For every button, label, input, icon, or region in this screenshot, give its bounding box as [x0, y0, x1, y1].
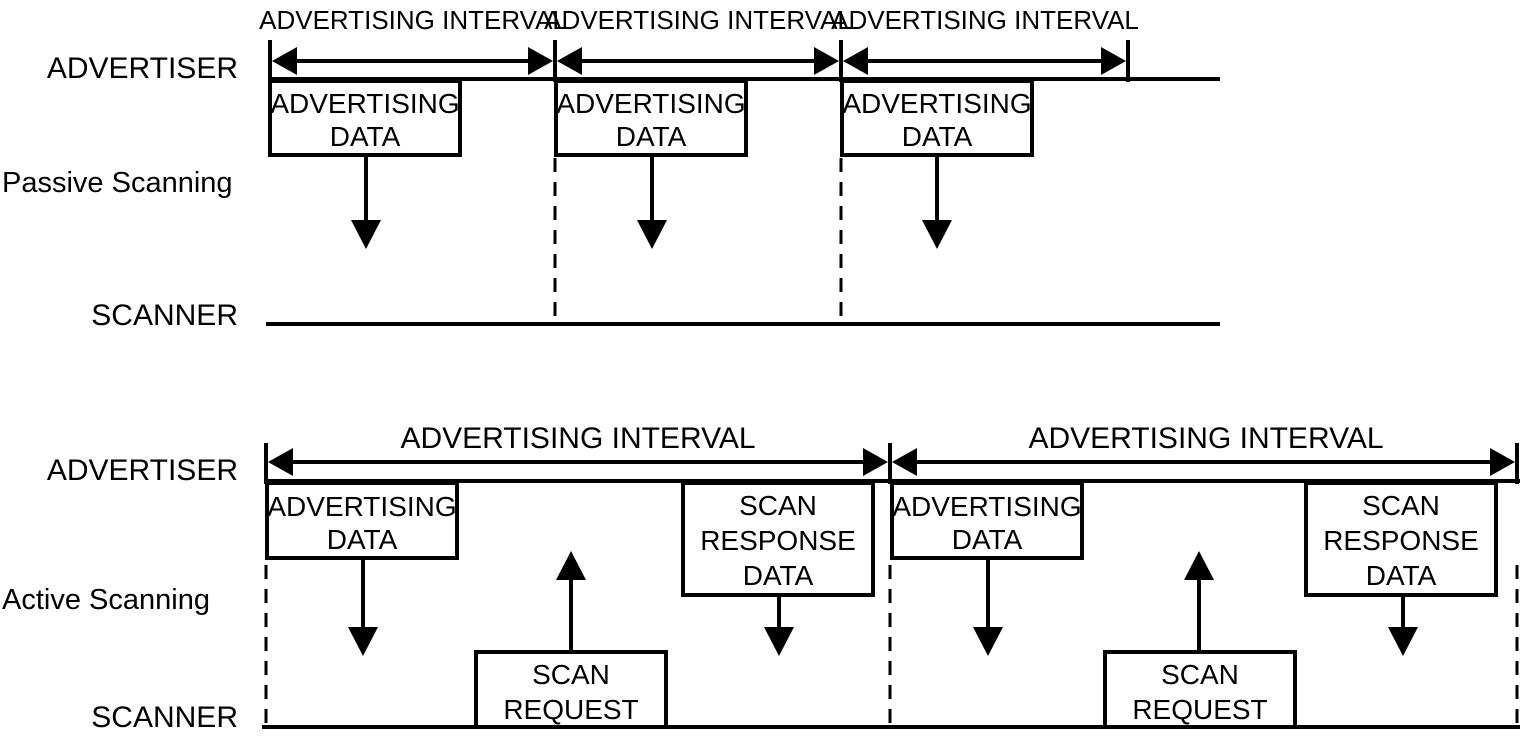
- box-line: DATA: [952, 524, 1023, 555]
- active-scan-response-box-1: SCAN RESPONSE DATA: [681, 481, 875, 597]
- box-line: RESPONSE: [1323, 525, 1479, 556]
- passive-down-arrow-2: [637, 157, 667, 249]
- box-line: DATA: [616, 121, 687, 152]
- box-line: SCAN: [532, 659, 610, 690]
- box-line: RESPONSE: [700, 525, 856, 556]
- passive-down-arrow-3: [922, 157, 952, 249]
- box-line: SCAN: [1161, 659, 1239, 690]
- active-response-down-arrow-1: [764, 597, 794, 656]
- passive-adv-data-box-3: ADVERTISING DATA: [840, 79, 1034, 157]
- box-line: ADVERTISING: [270, 88, 459, 119]
- passive-interval-arrow-1: [272, 47, 553, 75]
- active-scan-request-box-1: SCAN REQUEST: [474, 650, 668, 729]
- active-scanning-section: ADVERTISER Active Scanning SCANNER ADVER…: [2, 422, 1520, 734]
- active-mode-label: Active Scanning: [2, 584, 210, 616]
- box-line: DATA: [330, 121, 401, 152]
- active-adv-data-box-1: ADVERTISING DATA: [265, 481, 459, 560]
- passive-interval-arrow-2: [557, 47, 839, 75]
- active-request-up-arrow-1: [556, 551, 586, 650]
- passive-interval-label-1: ADVERTISING INTERVAL: [259, 5, 567, 35]
- active-scanner-label: SCANNER: [91, 701, 238, 734]
- box-line: REQUEST: [503, 694, 638, 725]
- box-line: SCAN: [739, 490, 817, 521]
- box-line: DATA: [327, 524, 398, 555]
- box-line: ADVERTISING: [842, 88, 1031, 119]
- active-interval-label-1: ADVERTISING INTERVAL: [400, 422, 755, 455]
- active-interval-arrow-2: [892, 448, 1515, 476]
- box-line: SCAN: [1362, 490, 1440, 521]
- active-advertiser-label: ADVERTISER: [47, 454, 238, 487]
- passive-interval-label-2: ADVERTISING INTERVAL: [544, 5, 852, 35]
- passive-down-arrow-1: [351, 157, 381, 249]
- passive-interval-arrow-3: [843, 47, 1126, 75]
- passive-scanning-section: ADVERTISER Passive Scanning SCANNER ADVE…: [2, 5, 1220, 332]
- box-line: DATA: [743, 560, 814, 591]
- active-interval-arrow-1: [268, 448, 888, 476]
- passive-scanner-label: SCANNER: [91, 299, 238, 332]
- active-adv-down-arrow-1: [348, 560, 378, 656]
- active-adv-data-box-2: ADVERTISING DATA: [890, 481, 1084, 560]
- active-request-up-arrow-2: [1184, 551, 1214, 650]
- passive-mode-label: Passive Scanning: [2, 167, 233, 199]
- box-line: REQUEST: [1132, 694, 1267, 725]
- passive-interval-label-3: ADVERTISING INTERVAL: [831, 5, 1139, 35]
- box-line: ADVERTISING: [267, 491, 456, 522]
- active-scan-response-box-2: SCAN RESPONSE DATA: [1304, 481, 1498, 597]
- box-line: DATA: [1366, 560, 1437, 591]
- passive-advertiser-label: ADVERTISER: [47, 52, 238, 85]
- active-scan-request-box-2: SCAN REQUEST: [1103, 650, 1297, 729]
- active-adv-down-arrow-2: [973, 560, 1003, 656]
- box-line: DATA: [902, 121, 973, 152]
- passive-adv-data-box-2: ADVERTISING DATA: [554, 79, 748, 157]
- active-response-down-arrow-2: [1388, 597, 1418, 656]
- box-line: ADVERTISING: [892, 491, 1081, 522]
- passive-adv-data-box-1: ADVERTISING DATA: [268, 79, 462, 157]
- active-interval-label-2: ADVERTISING INTERVAL: [1028, 422, 1383, 455]
- box-line: ADVERTISING: [556, 88, 745, 119]
